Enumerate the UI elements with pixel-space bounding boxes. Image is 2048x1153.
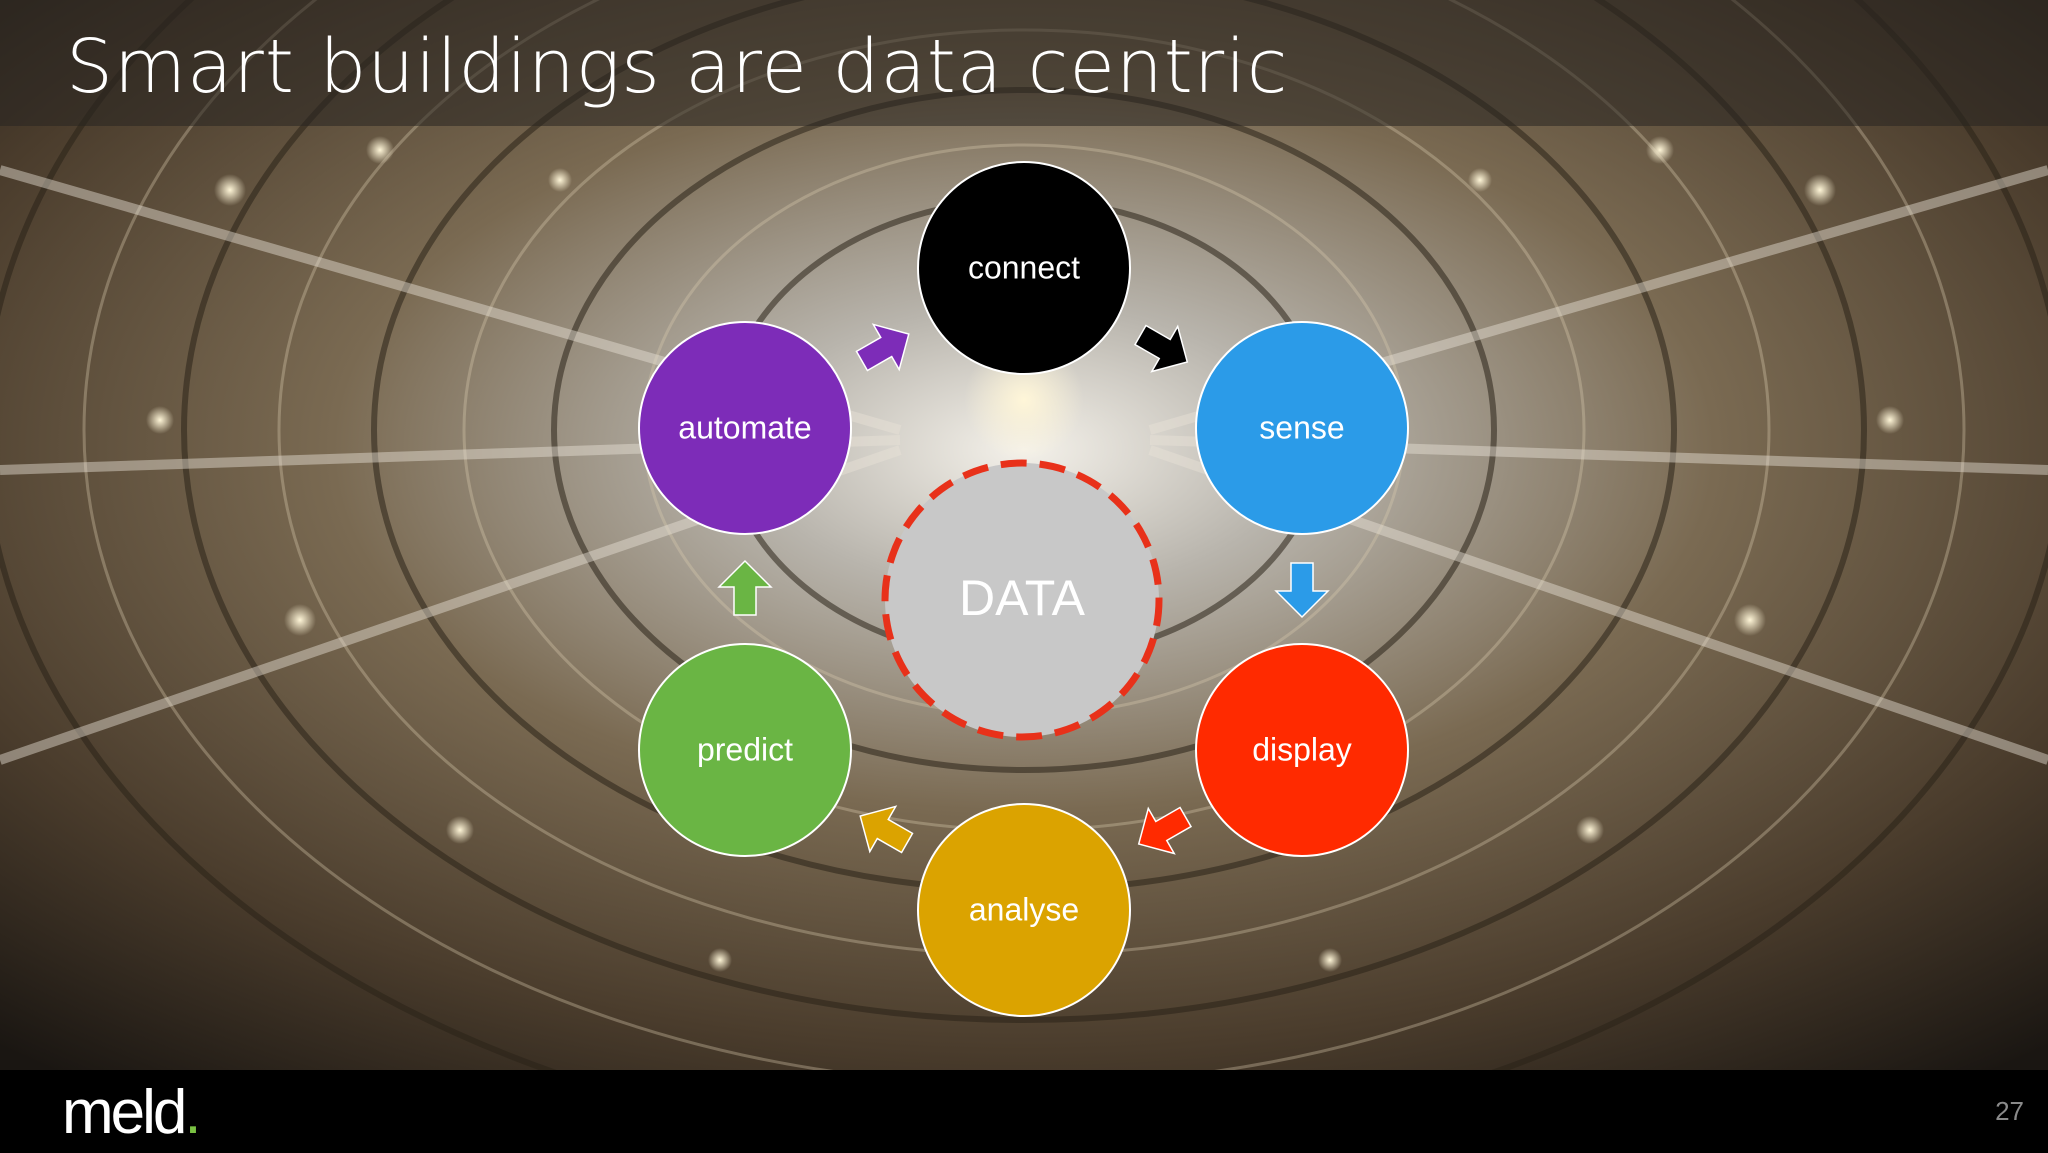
nodes-layer: connect sense display analyse predict automat… (638, 161, 1409, 1017)
meld-logo: meld. (62, 1077, 202, 1148)
node-display-circle (1195, 643, 1409, 857)
arrow-connect-to-sense (1133, 324, 1189, 373)
node-automate-circle (638, 321, 852, 535)
title-bar: Smart buildings are data centric (0, 0, 2048, 126)
logo-dot: . (184, 1078, 201, 1147)
node-connect-circle (917, 161, 1131, 375)
node-display: display (1195, 643, 1409, 857)
node-analyse-label: analyse (969, 891, 1079, 927)
node-sense-label: sense (1259, 409, 1344, 445)
center-circle (881, 459, 1163, 741)
arrow-predict-to-automate (717, 559, 773, 616)
page-number: 27 (1995, 1096, 2024, 1126)
footer (0, 1070, 2048, 1153)
arrow-display-to-analyse (1137, 806, 1193, 855)
center-label: DATA (959, 570, 1086, 626)
node-connect: connect (917, 161, 1131, 375)
node-analyse: analyse (917, 803, 1131, 1017)
slide-title: Smart buildings are data centric (66, 24, 1289, 110)
arrows-layer (717, 323, 1330, 855)
node-predict-label: predict (697, 731, 793, 767)
logo-text: meld (62, 1078, 187, 1147)
arrow-analyse-to-predict (859, 805, 914, 854)
node-sense-circle (1195, 321, 1409, 535)
node-predict-circle (638, 643, 852, 857)
node-analyse-circle (917, 803, 1131, 1017)
arrow-automate-to-connect (855, 323, 910, 372)
node-connect-label: connect (968, 249, 1080, 285)
node-predict: predict (638, 643, 852, 857)
arrow-sense-to-display (1274, 562, 1330, 619)
node-automate-label: automate (678, 409, 811, 445)
node-sense: sense (1195, 321, 1409, 535)
node-display-label: display (1252, 731, 1352, 767)
node-automate: automate (638, 321, 852, 535)
center-node: DATA (881, 459, 1163, 741)
